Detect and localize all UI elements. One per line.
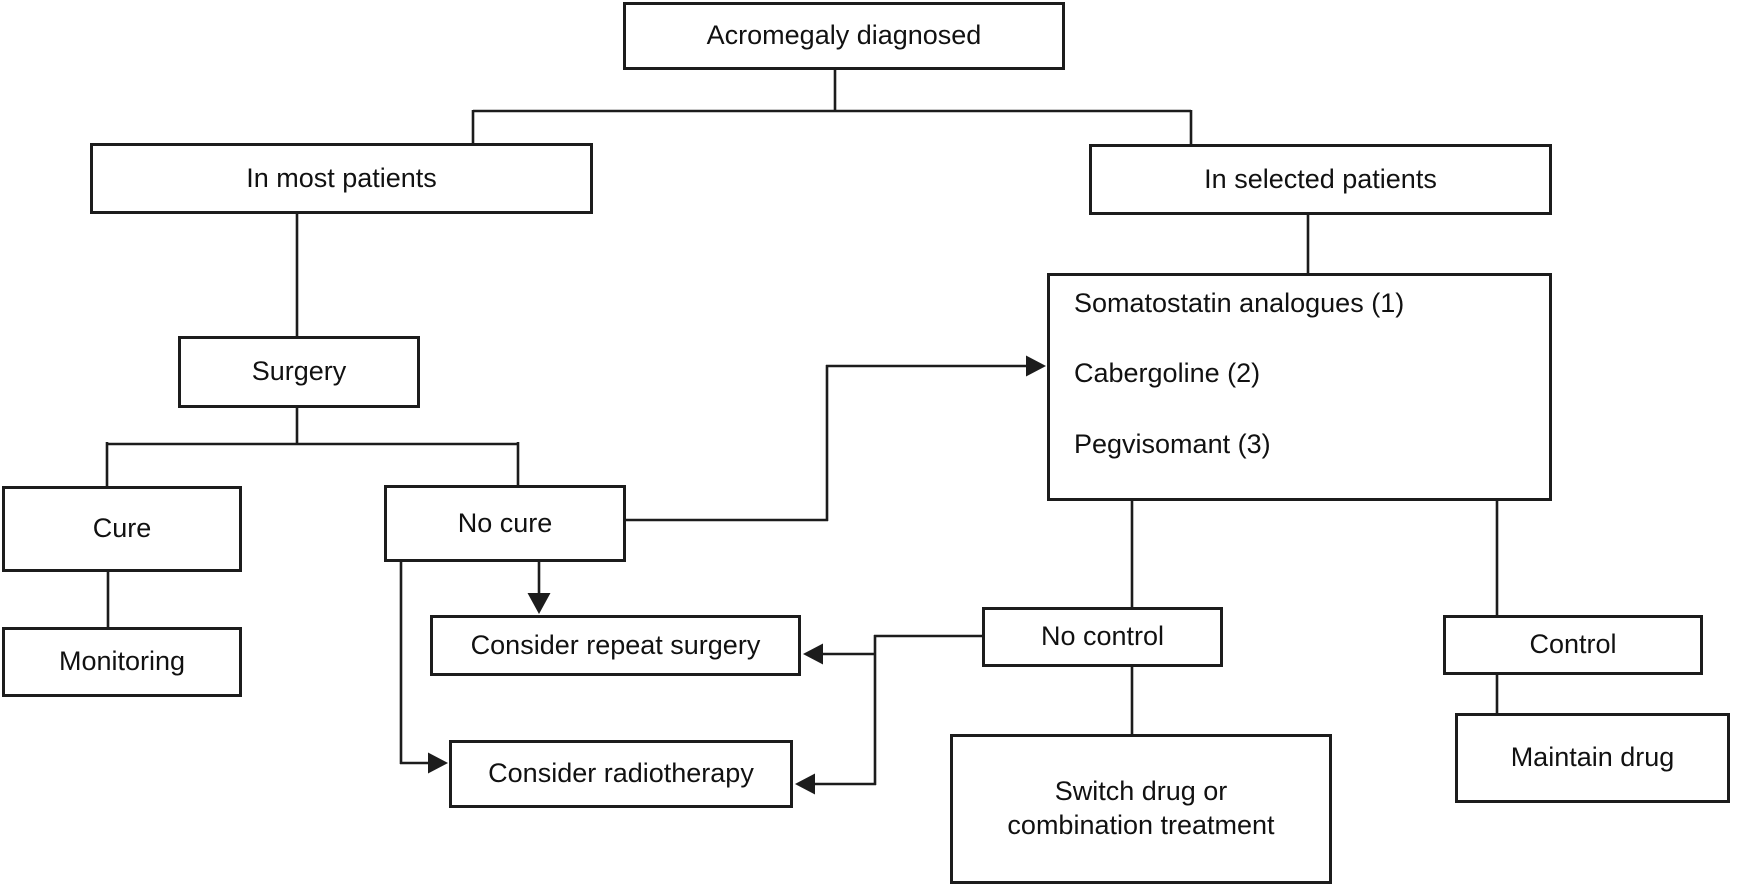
node-monitoring: Monitoring xyxy=(2,627,242,697)
node-no-cure-label: No cure xyxy=(457,507,553,538)
node-cure-label: Cure xyxy=(92,513,152,544)
node-in-most-label: In most patients xyxy=(246,162,437,193)
medication-item-cabergoline: Cabergoline (2) xyxy=(1074,358,1261,389)
arrowhead-into-repeat-surgery-top xyxy=(527,593,551,614)
arrowhead-into-radiotherapy-left xyxy=(428,752,448,774)
node-no-control-label: No control xyxy=(1040,621,1165,652)
node-maintain-drug-label: Maintain drug xyxy=(1510,742,1675,773)
medication-item-somatostatin: Somatostatin analogues (1) xyxy=(1074,288,1405,318)
node-no-cure: No cure xyxy=(384,485,626,562)
node-consider-radiotherapy: Consider radiotherapy xyxy=(449,740,793,808)
node-in-selected-label: In selected patients xyxy=(1204,163,1437,194)
node-control: Control xyxy=(1443,615,1703,675)
node-switch-drug: Switch drug or combination treatment xyxy=(950,734,1332,884)
node-switch-drug-label: Switch drug or combination treatment xyxy=(1007,776,1275,840)
node-repeat-surgery-label: Consider repeat surgery xyxy=(470,629,761,660)
arrowhead-into-medication xyxy=(1026,355,1046,377)
node-surgery-label: Surgery xyxy=(251,356,347,387)
node-acromegaly-diagnosed: Acromegaly diagnosed xyxy=(623,2,1065,70)
node-control-label: Control xyxy=(1529,629,1617,660)
node-monitoring-label: Monitoring xyxy=(58,646,186,677)
arrowhead-into-radiotherapy-right xyxy=(795,773,815,795)
node-maintain-drug: Maintain drug xyxy=(1455,713,1730,803)
node-radiotherapy-label: Consider radiotherapy xyxy=(488,758,754,789)
node-in-selected-patients: In selected patients xyxy=(1089,144,1552,215)
node-cure: Cure xyxy=(2,486,242,572)
node-acromegaly-label: Acromegaly diagnosed xyxy=(706,20,982,51)
node-in-most-patients: In most patients xyxy=(90,143,593,214)
medication-item-pegvisomant: Pegvisomant (3) xyxy=(1074,428,1271,459)
node-no-control: No control xyxy=(982,607,1223,667)
node-surgery: Surgery xyxy=(178,336,420,408)
node-medication-options: Somatostatin analogues (1) Cabergoline (… xyxy=(1047,273,1552,501)
node-consider-repeat-surgery: Consider repeat surgery xyxy=(430,615,801,676)
arrowhead-into-repeat-surgery-right xyxy=(803,643,823,665)
